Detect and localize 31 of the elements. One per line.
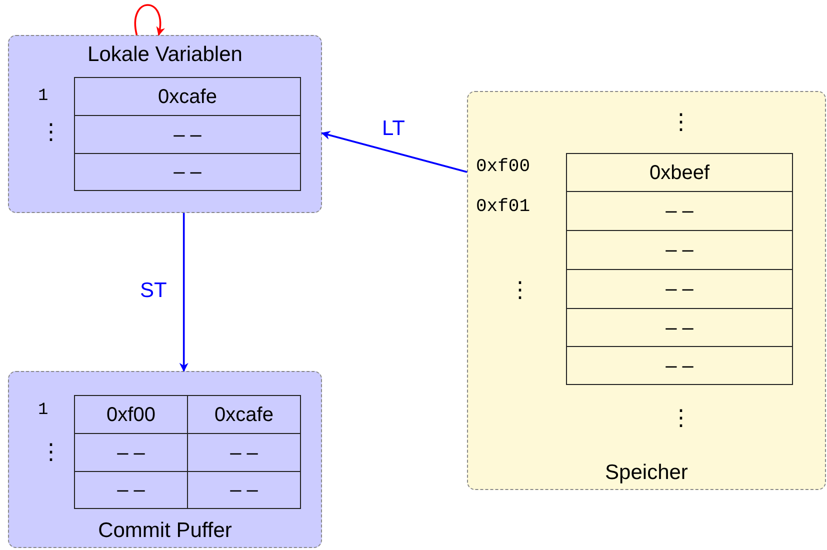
ellipsis-dots: ⋮ — [670, 408, 692, 430]
self-loop-arrow — [134, 4, 164, 36]
arrow — [179, 213, 188, 372]
memory-panel — [8, 371, 322, 548]
ellipsis-dots: ⋮ — [40, 122, 62, 144]
panel-title: Speicher — [604, 462, 689, 483]
memory-cell: – – — [187, 471, 301, 509]
memory-cell: – – — [566, 308, 793, 347]
ellipsis-dots: ⋮ — [509, 280, 531, 302]
memory-cell: – – — [566, 346, 793, 385]
arrow — [321, 130, 468, 173]
memory-cell: 0xbeef — [566, 153, 793, 192]
panel-title: Commit Puffer — [97, 520, 233, 541]
memory-panel — [8, 35, 322, 213]
memory-cell: – – — [566, 191, 793, 231]
address-label: 0xf01 — [476, 198, 530, 216]
memory-cell: – – — [74, 153, 301, 191]
row-number: 1 — [38, 88, 48, 105]
memory-cell: – – — [566, 269, 793, 309]
ellipsis-dots: ⋮ — [670, 112, 692, 134]
memory-panel — [467, 91, 826, 490]
memory-cell: 0xcafe — [74, 77, 301, 116]
memory-cell: – – — [566, 230, 793, 270]
memory-cell: – – — [74, 471, 188, 509]
memory-cell: 0xf00 — [74, 395, 188, 434]
memory-cell: 0xcafe — [187, 395, 301, 434]
ellipsis-dots: ⋮ — [40, 442, 62, 464]
panel-title: Lokale Variablen — [86, 44, 244, 65]
row-number: 1 — [38, 402, 48, 419]
memory-cell: – – — [74, 115, 301, 154]
address-label: 0xf00 — [476, 158, 530, 176]
